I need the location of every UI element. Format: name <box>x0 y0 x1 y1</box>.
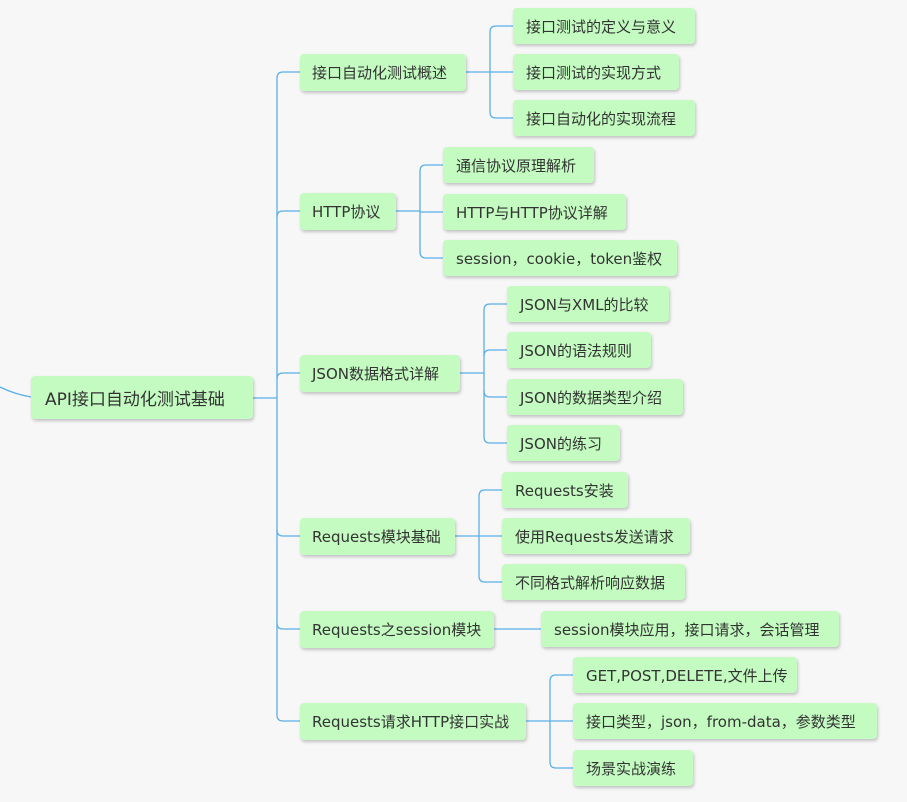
branch-node-requests-http[interactable]: Requests请求HTTP接口实战 <box>300 703 526 740</box>
root-incoming-line <box>0 386 32 398</box>
leaf-node-label: JSON的练习 <box>520 434 602 453</box>
leaf-node[interactable]: 通信协议原理解析 <box>443 147 594 183</box>
branch-connector <box>276 622 300 630</box>
branch-node-session[interactable]: Requests之session模块 <box>300 611 494 648</box>
leaf-node[interactable]: HTTP与HTTP协议详解 <box>443 194 626 230</box>
leaf-node-label: JSON的数据类型介绍 <box>520 388 662 407</box>
leaf-node-label: 接口类型，json，from-data，参数类型 <box>586 712 856 731</box>
branch-connector <box>276 714 300 722</box>
branch-node-label: JSON数据格式详解 <box>312 365 439 383</box>
leaf-connector <box>483 436 507 444</box>
leaf-node[interactable]: GET,POST,DELETE,文件上传 <box>573 657 797 693</box>
leaf-node-label: session，cookie，token鉴权 <box>456 249 663 268</box>
leaf-node-label: 使用Requests发送请求 <box>515 527 674 546</box>
leaf-node-label: 不同格式解析响应数据 <box>515 573 666 592</box>
leaf-connector <box>483 303 507 311</box>
leaf-node-label: JSON的语法规则 <box>520 341 632 360</box>
branch-node-requests-basic[interactable]: Requests模块基础 <box>300 518 455 555</box>
leaf-node-label: GET,POST,DELETE,文件上传 <box>586 666 788 685</box>
branch-node-label: Requests请求HTTP接口实战 <box>312 713 510 731</box>
leaf-node-label: session模块应用，接口请求，会话管理 <box>554 620 820 639</box>
root-node[interactable]: API接口自动化测试基础 <box>31 376 253 419</box>
leaf-node[interactable]: 接口测试的定义与意义 <box>513 8 695 44</box>
leaf-node-label: JSON与XML的比较 <box>520 295 649 314</box>
leaf-node[interactable]: JSON的语法规则 <box>507 332 651 368</box>
leaf-connector <box>419 251 443 259</box>
root-node-label: API接口自动化测试基础 <box>45 390 225 410</box>
branch-node-label: 接口自动化测试概述 <box>312 64 448 82</box>
leaf-node[interactable]: Requests安装 <box>502 472 628 508</box>
branch-node-overview[interactable]: 接口自动化测试概述 <box>300 54 466 91</box>
leaf-node-label: 接口自动化的实现流程 <box>526 109 677 128</box>
leaf-connector <box>483 349 507 357</box>
leaf-node[interactable]: 场景实战演练 <box>573 750 693 786</box>
branch-node-json[interactable]: JSON数据格式详解 <box>300 355 460 392</box>
branch-node-label: Requests模块基础 <box>312 528 441 546</box>
leaf-connector <box>478 575 502 583</box>
branch-connector <box>276 210 300 218</box>
branch-connector <box>276 372 300 380</box>
leaf-node[interactable]: JSON的数据类型介绍 <box>507 379 683 415</box>
leaf-connector <box>478 489 502 497</box>
branch-node-http[interactable]: HTTP协议 <box>300 193 396 230</box>
leaf-node[interactable]: 接口测试的实现方式 <box>513 54 679 90</box>
leaf-connector <box>419 164 443 172</box>
leaf-node-label: 通信协议原理解析 <box>456 156 577 175</box>
leaf-connector <box>483 390 507 398</box>
leaf-connector <box>489 25 513 33</box>
leaf-node[interactable]: session模块应用，接口请求，会话管理 <box>541 611 839 647</box>
leaf-node[interactable]: 接口类型，json，from-data，参数类型 <box>573 703 877 739</box>
leaf-node[interactable]: 接口自动化的实现流程 <box>513 100 695 136</box>
leaf-node-label: HTTP与HTTP协议详解 <box>456 203 608 222</box>
leaf-node[interactable]: JSON与XML的比较 <box>507 286 669 322</box>
branch-node-label: Requests之session模块 <box>312 621 482 639</box>
leaf-node-label: 接口测试的实现方式 <box>526 63 662 82</box>
branch-connector <box>276 71 300 79</box>
leaf-node[interactable]: JSON的练习 <box>507 425 620 461</box>
leaf-connector <box>549 674 573 682</box>
branch-node-label: HTTP协议 <box>312 203 381 221</box>
leaf-connector <box>549 761 573 769</box>
branch-connector <box>276 529 300 537</box>
leaf-node[interactable]: 不同格式解析响应数据 <box>502 564 685 600</box>
leaf-node-label: 接口测试的定义与意义 <box>526 17 677 36</box>
leaf-node-label: Requests安装 <box>515 481 614 500</box>
leaf-node-label: 场景实战演练 <box>586 759 677 778</box>
leaf-node[interactable]: 使用Requests发送请求 <box>502 518 690 554</box>
leaf-connector <box>489 111 513 119</box>
leaf-node[interactable]: session，cookie，token鉴权 <box>443 240 677 276</box>
